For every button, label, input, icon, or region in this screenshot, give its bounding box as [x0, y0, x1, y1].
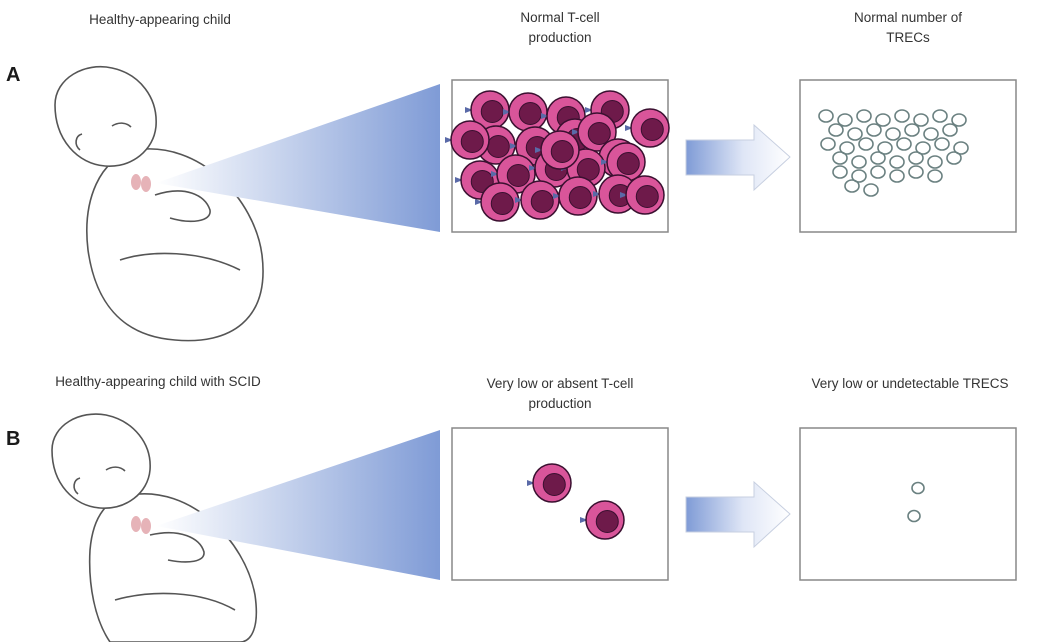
panel-letter-b: B [6, 428, 21, 450]
thymus-a [131, 174, 151, 192]
row-b [51, 413, 1017, 642]
process-arrow-b [685, 480, 791, 549]
row-a [54, 66, 1017, 342]
trec-circle [847, 127, 863, 141]
trec-circle [951, 113, 967, 127]
trec-circle [915, 141, 931, 155]
trec-circle [885, 127, 901, 141]
trec-circle [894, 109, 910, 123]
t-cell [515, 180, 560, 220]
t-cell [445, 120, 490, 160]
trec-circle [932, 109, 948, 123]
trec-circle [866, 123, 882, 137]
t-cell-cluster-b [527, 463, 625, 540]
production-label-b-line1: Very low or absent T-cell [486, 376, 634, 391]
trec-cluster-a [818, 109, 969, 197]
trec-box-a [799, 79, 1017, 233]
trec-circle [953, 141, 969, 155]
trec-circle [837, 113, 853, 127]
production-label-a-line2: production [528, 30, 592, 45]
trec-cluster-b [907, 481, 925, 523]
trec-circle [828, 123, 844, 137]
process-arrow-a [685, 123, 791, 192]
t-cell [503, 92, 548, 132]
trec-circle [851, 169, 867, 183]
t-cell [572, 112, 617, 152]
trec-circle [934, 137, 950, 151]
magnification-cone-b [156, 430, 440, 580]
child-label-a: Healthy-appearing child [89, 12, 231, 27]
trec-circle [946, 151, 962, 165]
trec-circle [877, 141, 893, 155]
trec-label-a-line1: Normal number of [853, 10, 963, 25]
trec-circle [818, 109, 834, 123]
trec-circle [889, 155, 905, 169]
trec-circle [927, 155, 943, 169]
trec-circle [896, 137, 912, 151]
trec-circle [844, 179, 860, 193]
trec-circle [870, 151, 886, 165]
t-cell [553, 176, 598, 216]
t-cell [625, 108, 670, 148]
infant-a-illustration [54, 66, 264, 342]
trec-circle [875, 113, 891, 127]
trec-circle [927, 169, 943, 183]
trec-circle [858, 137, 874, 151]
trec-label-b-line1: Very low or undetectable TRECS [811, 376, 1009, 391]
t-cell [580, 500, 625, 540]
thymus-b [131, 516, 151, 534]
trec-circle [923, 127, 939, 141]
child-label-b: Healthy-appearing child with SCID [55, 374, 261, 389]
trec-label-a-line2: TRECs [886, 30, 930, 45]
trec-circle [870, 165, 886, 179]
trec-circle [856, 109, 872, 123]
panel-letter-a: A [6, 64, 21, 86]
trec-circle [832, 151, 848, 165]
trec-circle [908, 151, 924, 165]
trec-circle [907, 509, 921, 523]
trec-circle [863, 183, 879, 197]
production-label-b-line2: production [528, 396, 592, 411]
production-label-a-line1: Normal T-cell [520, 10, 600, 25]
trec-circle [832, 165, 848, 179]
t-cell-box-b [451, 427, 669, 581]
trec-circle [913, 113, 929, 127]
t-cell [535, 130, 580, 170]
t-cell-cluster-a [445, 90, 670, 222]
trec-circle [820, 137, 836, 151]
trec-circle [911, 481, 925, 495]
trec-circle [889, 169, 905, 183]
trec-box-b [799, 427, 1017, 581]
trec-circle [942, 123, 958, 137]
t-cell [475, 182, 520, 222]
t-cell [527, 463, 572, 503]
t-cell [601, 142, 646, 182]
t-cell [620, 175, 665, 215]
magnification-cone-a [156, 84, 440, 232]
trec-circle [904, 123, 920, 137]
trec-circle [851, 155, 867, 169]
trec-circle [839, 141, 855, 155]
trec-circle [908, 165, 924, 179]
